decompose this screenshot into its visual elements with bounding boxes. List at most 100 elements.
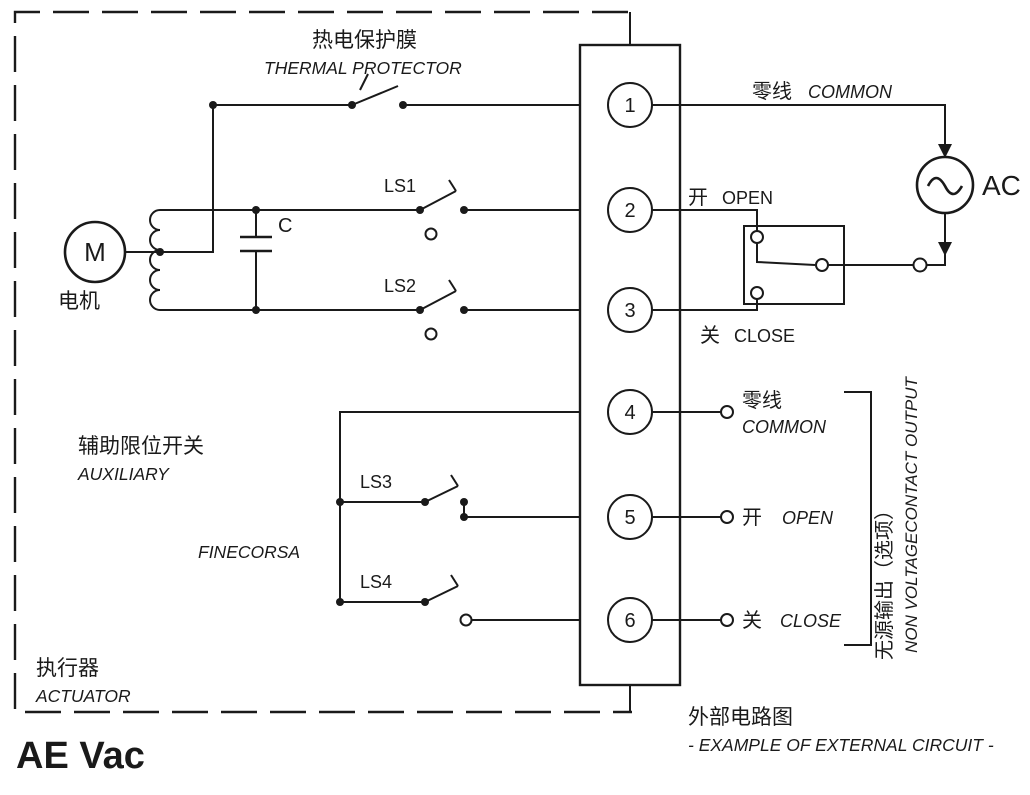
thermal-tick	[359, 73, 369, 91]
non-voltage-output-group: 无源输出（选项） NON VOLTAGECONTACT OUTPUT	[844, 375, 921, 660]
non-voltage-output-label-en: NON VOLTAGECONTACT OUTPUT	[902, 375, 921, 652]
common-bottom-label-zh: 零线	[742, 389, 782, 412]
terminal-3: 3	[607, 287, 653, 333]
motor-symbol: M	[63, 209, 164, 311]
terminal-5: 5	[607, 494, 653, 540]
output-bracket	[844, 391, 872, 646]
external-circuit-label-en: - EXAMPLE OF EXTERNAL CIRCUIT -	[688, 735, 994, 755]
limit-switch-ls1: LS1	[384, 176, 468, 241]
junction-dot	[156, 248, 164, 256]
limit-switch-ls2: LS2	[384, 276, 468, 341]
common-terminal-circle	[815, 258, 829, 272]
junction-dot	[336, 498, 344, 506]
motor-letter: M	[84, 237, 106, 267]
switch-blade	[419, 190, 457, 211]
close-bottom-label-zh: 关	[742, 609, 762, 632]
contact-dot	[399, 101, 407, 109]
common-bottom-label-en: COMMON	[742, 417, 827, 437]
close-bottom-label-en: CLOSE	[780, 611, 842, 631]
limit-switch-ls3: LS3	[336, 472, 468, 521]
common-top-label-en: COMMON	[808, 82, 893, 102]
terminal-2: 2	[607, 187, 653, 233]
terminal-block: 1 2 3 4 5 6	[578, 43, 682, 687]
sine-wave-icon	[926, 176, 964, 196]
junction-dot	[252, 306, 260, 314]
terminal-6: 6	[607, 597, 653, 643]
wire-motor-common	[125, 105, 214, 253]
ls2-label: LS2	[384, 276, 416, 296]
contact-dot	[460, 306, 468, 314]
ac-circle	[915, 155, 975, 215]
wire-ac-to-common-contact	[927, 213, 946, 266]
junction-dot	[209, 101, 217, 109]
junction-dot	[336, 598, 344, 606]
open-terminal-circle	[750, 230, 764, 244]
motor-circle	[63, 220, 127, 284]
terminal-number: 2	[624, 200, 635, 222]
ac-source-symbol: AC	[915, 155, 1021, 215]
capacitor-label: C	[278, 215, 292, 237]
actuator-boundary	[13, 10, 632, 714]
junction-contact-circle	[912, 257, 928, 273]
switch-blade	[351, 85, 399, 106]
brand-logo: AE Vac	[16, 735, 145, 777]
limit-switch-ls4: LS4	[336, 572, 473, 627]
blade-flag	[448, 279, 457, 292]
wire-aux-common	[339, 411, 608, 602]
open-contact-circle	[459, 613, 473, 627]
output-contact-circle	[720, 613, 734, 627]
ls4-label: LS4	[360, 572, 392, 592]
terminal-number: 1	[624, 95, 635, 117]
selector-box	[743, 225, 845, 305]
terminal-number: 6	[624, 610, 635, 632]
open-top-label-zh: 开	[688, 187, 708, 209]
labels: 热电保护膜 THERMAL PROTECTOR 电机 辅助限位开关 AUXILI…	[16, 29, 994, 777]
terminal-number: 4	[624, 402, 635, 424]
finecorsa-label: FINECORSA	[198, 542, 300, 562]
motor-label-zh: 电机	[58, 290, 100, 313]
terminal-number: 3	[624, 300, 635, 322]
actuator-label-en: ACTUATOR	[35, 686, 131, 706]
external-selector-switch	[743, 225, 845, 305]
actuator-label-zh: 执行器	[36, 657, 99, 680]
motor-winding-coil	[149, 209, 161, 311]
switch-blade	[419, 290, 457, 311]
thermal-protector-switch	[209, 73, 407, 109]
output-contact-circle	[720, 510, 734, 524]
ac-label: AC	[982, 170, 1021, 201]
blade-flag	[450, 574, 459, 587]
ls3-label: LS3	[360, 472, 392, 492]
open-top-label-en: OPEN	[722, 188, 773, 208]
terminal-4: 4	[607, 389, 653, 435]
switch-blade	[424, 485, 459, 503]
switch-blade	[424, 585, 459, 603]
common-top-label-zh: 零线	[752, 80, 792, 103]
ls1-label: LS1	[384, 176, 416, 196]
open-bottom-label-en: OPEN	[782, 508, 834, 528]
close-terminal-circle	[750, 286, 764, 300]
junction-dot	[460, 513, 468, 521]
open-bottom-label-zh: 开	[742, 507, 762, 529]
close-top-label-en: CLOSE	[734, 326, 795, 346]
output-contact-circle	[720, 405, 734, 419]
non-voltage-output-label-zh: 无源输出（选项）	[873, 500, 896, 660]
wire-common-to-ac	[652, 104, 946, 155]
external-circuit-label-zh: 外部电路图	[688, 706, 793, 729]
selector-blade	[756, 243, 816, 266]
thermal-protector-label-zh: 热电保护膜	[312, 29, 417, 52]
capacitor-symbol: C	[240, 206, 292, 314]
terminal-1: 1	[607, 82, 653, 128]
junction-dot	[252, 206, 260, 214]
open-contact-circle	[424, 227, 438, 241]
contact-dot	[460, 498, 468, 506]
auxiliary-label-zh: 辅助限位开关	[78, 435, 204, 458]
terminal-number: 5	[624, 507, 635, 529]
wire-open-to-switch	[652, 209, 758, 231]
auxiliary-label-en: AUXILIARY	[77, 464, 170, 484]
wire-close-to-switch	[652, 299, 758, 311]
external-wiring	[652, 104, 952, 627]
blade-flag	[448, 179, 457, 192]
open-contact-circle	[424, 327, 438, 341]
